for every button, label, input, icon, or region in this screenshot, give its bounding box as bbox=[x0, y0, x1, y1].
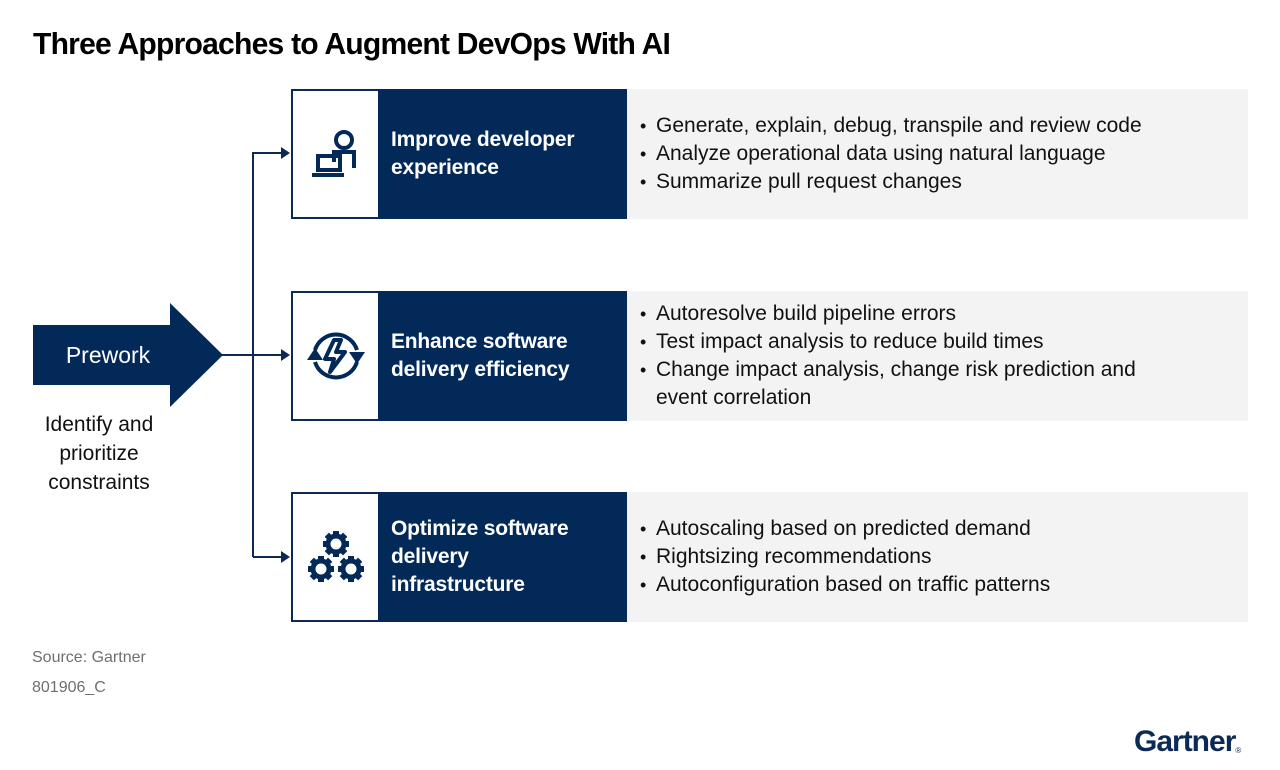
bullet-item: Test impact analysis to reduce build tim… bbox=[640, 328, 1176, 356]
prework-label: Prework bbox=[65, 341, 151, 368]
approach-details: Autoresolve build pipeline errors Test i… bbox=[627, 291, 1248, 421]
approach-row-delivery-efficiency: Enhance software delivery efficiency Aut… bbox=[291, 291, 1248, 421]
bullet-item: Autoconfiguration based on traffic patte… bbox=[640, 571, 1050, 599]
approach-row-delivery-infrastructure: Optimize software delivery infrastructur… bbox=[291, 492, 1248, 622]
page-title: Three Approaches to Augment DevOps With … bbox=[33, 26, 671, 61]
logo-text: Gartner bbox=[1134, 725, 1236, 758]
bullet-item: Summarize pull request changes bbox=[640, 168, 1142, 196]
approach-row-developer-experience: Improve developer experience Generate, e… bbox=[291, 89, 1248, 219]
icon-box bbox=[291, 492, 378, 622]
approach-details: Autoscaling based on predicted demand Ri… bbox=[627, 492, 1248, 622]
source-text: Source: Gartner bbox=[32, 649, 146, 666]
gears-icon bbox=[306, 529, 366, 585]
cycle-lightning-icon bbox=[306, 332, 365, 380]
bullet-item: Generate, explain, debug, transpile and … bbox=[640, 112, 1142, 140]
approach-heading: Optimize software delivery infrastructur… bbox=[378, 492, 627, 622]
approach-details: Generate, explain, debug, transpile and … bbox=[627, 89, 1248, 219]
bullet-item: Autoscaling based on predicted demand bbox=[640, 515, 1050, 543]
figure-id: 801906_C bbox=[32, 679, 106, 696]
bullet-item: Analyze operational data using natural l… bbox=[640, 140, 1142, 168]
approach-heading: Improve developer experience bbox=[378, 89, 627, 219]
developer-laptop-icon bbox=[311, 130, 356, 177]
approach-heading: Enhance software delivery efficiency bbox=[378, 291, 627, 421]
gartner-logo: Gartner® bbox=[1134, 725, 1241, 759]
icon-box bbox=[291, 291, 378, 421]
prework-description: Identify and prioritize constraints bbox=[44, 413, 154, 494]
source-note: Source: Gartner 801906_C bbox=[32, 643, 146, 703]
prework-arrow-shape bbox=[33, 303, 223, 407]
icon-box bbox=[291, 89, 378, 219]
registered-mark: ® bbox=[1235, 746, 1242, 755]
bullet-item: Autoresolve build pipeline errors bbox=[640, 300, 1176, 328]
bullet-item: Rightsizing recommendations bbox=[640, 543, 1050, 571]
bullet-item: Change impact analysis, change risk pred… bbox=[640, 356, 1176, 412]
